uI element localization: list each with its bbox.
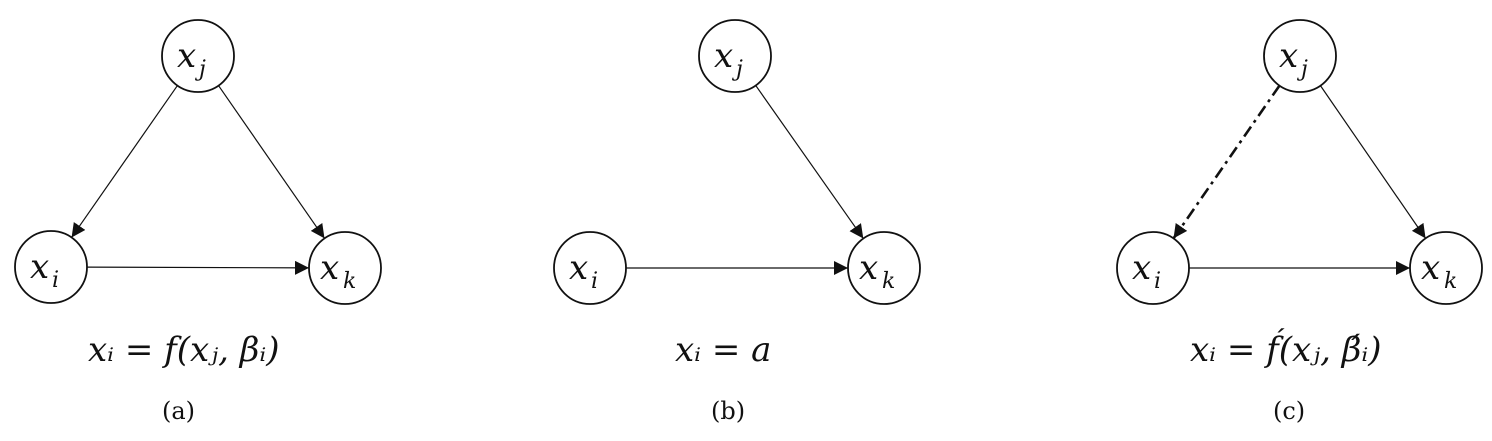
- edge-c-top-to-right: [1319, 85, 1427, 239]
- caption-b: (b): [711, 397, 746, 425]
- edge-b-top-to-right: [755, 85, 864, 239]
- node-subscript: i: [52, 268, 59, 293]
- equation-a: xᵢ = f(xⱼ, βᵢ): [88, 330, 280, 370]
- node-subscript: k: [882, 269, 895, 294]
- node-subscript: k: [1444, 269, 1457, 294]
- equation-b: xᵢ = a: [675, 330, 772, 370]
- node-c-left: x i: [1116, 231, 1190, 305]
- node-subscript: i: [591, 269, 598, 294]
- edge-c-top-to-left: [1172, 84, 1281, 240]
- node-a-right: x k: [308, 231, 382, 305]
- node-var: x: [177, 36, 196, 76]
- equation-c: xᵢ = f́(xⱼ, β́ᵢ): [1190, 330, 1382, 370]
- node-subscript: i: [1154, 269, 1161, 294]
- node-var: x: [714, 36, 733, 76]
- node-var: x: [1279, 36, 1298, 76]
- node-var: x: [859, 248, 878, 288]
- node-b-right: x k: [847, 231, 921, 305]
- node-var: x: [320, 248, 339, 288]
- node-var: x: [30, 247, 49, 287]
- node-b-top: x j: [698, 19, 772, 93]
- edge-a-left-to-right: [86, 260, 310, 275]
- node-c-top: x j: [1263, 19, 1337, 93]
- node-b-left: x i: [553, 231, 627, 305]
- node-subscript: k: [343, 269, 356, 294]
- node-var: x: [569, 248, 588, 288]
- caption-a: (a): [162, 397, 196, 425]
- node-var: x: [1132, 248, 1151, 288]
- node-a-top: x j: [161, 19, 235, 93]
- edge-a-top-to-right: [218, 85, 325, 239]
- edges-layer: [71, 84, 1427, 275]
- node-var: x: [1421, 248, 1440, 288]
- node-c-right: x k: [1409, 231, 1483, 305]
- caption-c: (c): [1273, 397, 1306, 425]
- node-a-left: x i: [14, 230, 88, 304]
- edge-a-top-to-left: [71, 85, 178, 238]
